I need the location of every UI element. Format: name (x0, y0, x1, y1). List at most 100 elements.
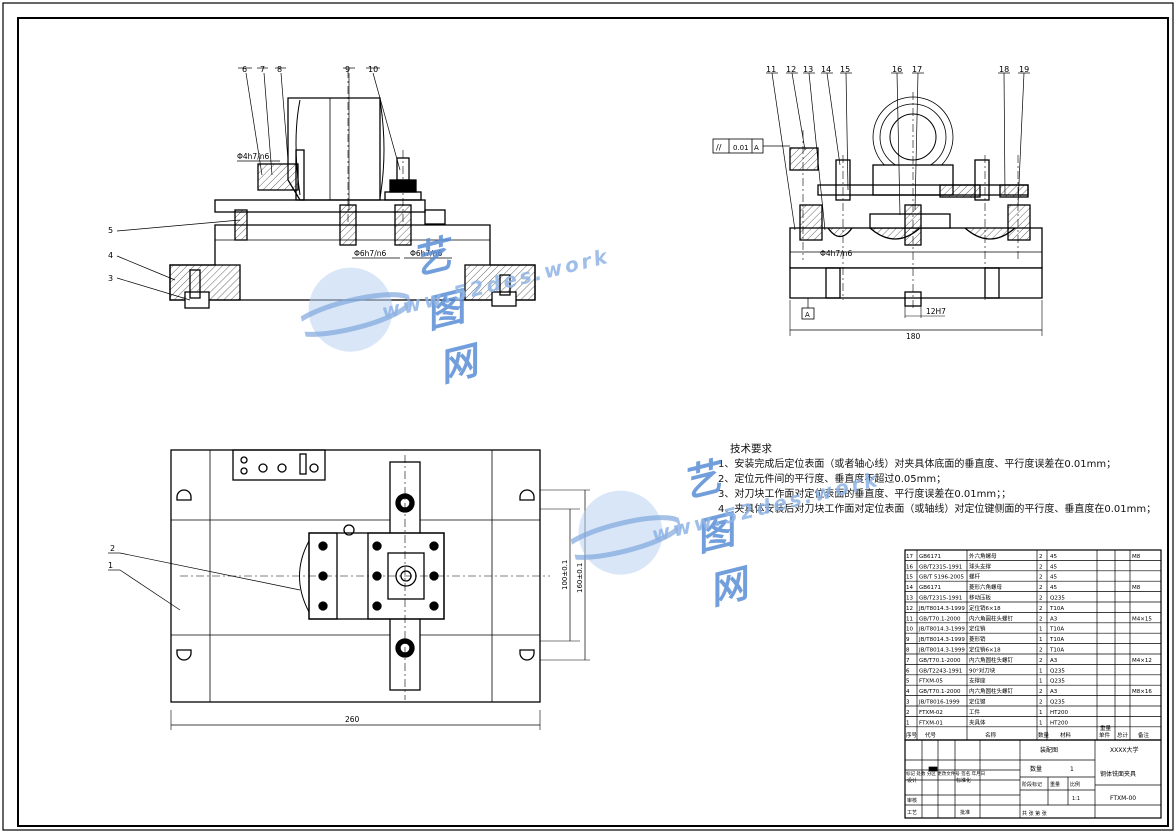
balloon-6: 6 (242, 65, 247, 74)
bom-cell: HT200 (1050, 720, 1068, 726)
balloon-11: 11 (766, 65, 776, 74)
bom-cell: 10 (906, 627, 913, 633)
tech-title: 技术要求 (730, 443, 772, 455)
bom-cell: 1 (1039, 720, 1043, 726)
bom-cell: 45 (1050, 564, 1057, 570)
balloon-labels-right: 11 12 13 14 15 16 17 18 19 // 0.01 A A Φ… (716, 65, 1029, 341)
balloon-16: 16 (892, 65, 902, 74)
bom-cell: GB/T70.1-2000 (919, 616, 961, 622)
bom-table (904, 549, 1162, 741)
bom-cell: HT200 (1050, 710, 1068, 716)
bom-cell: 移动压板 (969, 594, 992, 602)
bom-cell: T10A (1049, 648, 1064, 654)
tolerance-value: 0.01 (733, 144, 749, 152)
designer-label: 设计 (907, 777, 917, 784)
plan-view (170, 449, 590, 730)
bom-cell: 90°对刀块 (969, 666, 996, 674)
bom-cell: GB6171 (919, 585, 941, 591)
balloon-18: 18 (999, 65, 1009, 74)
bom-cell: 2 (1039, 596, 1043, 602)
bom-cell: M8×16 (1132, 689, 1152, 695)
bom-cell: 2 (1039, 658, 1043, 664)
balloon-7: 7 (260, 65, 265, 74)
height-dim-plan-1: 100±0.1 (561, 560, 569, 590)
bom-cell: 11 (906, 616, 913, 622)
tech-line-2: 2、定位元件间的平行度、垂直度不超过0.05mm； (718, 474, 947, 485)
fit-dim-left-b1: Φ6h7/n6 (354, 249, 386, 258)
fit-dim-right: Φ4h7/n6 (820, 249, 852, 258)
bom-cell: 内六角圆柱头螺钉 (969, 687, 1014, 695)
part-name: 钢体铣面夹具 (1100, 770, 1136, 778)
craft-label: 工艺 (907, 810, 917, 816)
bom-cell: 1 (1039, 668, 1043, 674)
bom-cell: 2 (1039, 606, 1043, 612)
bom-cell: JB/T8014.3-1999 (918, 627, 965, 633)
bom-cell: 2 (906, 710, 910, 716)
leaders-left (116, 67, 452, 301)
width-dim-right: 180 (906, 332, 921, 341)
bom-cell: 45 (1050, 585, 1057, 591)
leaders-right (766, 72, 1030, 231)
bom-header-cell: 材料 (1060, 731, 1072, 739)
bom-cell: 45 (1050, 554, 1057, 560)
tolerance-symbol: // (716, 143, 722, 152)
scale-label: 比例 (1070, 781, 1080, 788)
bom-cell: Q235 (1050, 700, 1065, 706)
bom-cell: 7 (906, 658, 910, 664)
bom-cell: Q235 (1050, 596, 1065, 602)
school-name: XXXX大学 (1110, 746, 1138, 754)
balloon-1: 1 (108, 561, 113, 570)
bom-header-cell: 备注 (1138, 731, 1150, 739)
review-label: 审核 (907, 797, 917, 804)
bom-cell: 1 (1039, 679, 1043, 685)
datum-a: A (805, 311, 810, 319)
bom-cell: 16 (906, 564, 913, 570)
bom-cell: GB/T70.1-2000 (919, 689, 961, 695)
balloon-labels-left: 6 7 8 9 10 5 4 3 Φ4h7/n6 Φ6h7/n6 Φ6h7/n6 (108, 65, 442, 283)
bom-cell: 工件 (969, 708, 981, 716)
bom-cell: 15 (906, 575, 913, 581)
bom-cell: 13 (906, 596, 913, 602)
bom-cell: 14 (906, 585, 913, 591)
bom-cell: 17 (906, 554, 913, 560)
tech-line-1: 1、安装完成后定位表面（或者轴心线）对夹具体底面的垂直度、平行度误差在0.01m… (718, 459, 1117, 470)
bom-cell: JB/T8014.3-1999 (918, 637, 965, 643)
bom-cell: T10A (1049, 637, 1064, 643)
bom-cell: 定位销6×18 (969, 646, 1001, 654)
balloon-19: 19 (1019, 65, 1029, 74)
balloon-14: 14 (821, 65, 831, 74)
bom-cell: 1 (1039, 637, 1043, 643)
bom-cell: 菱形销 (969, 635, 986, 643)
sheet-note: 共 张 第 张 (1022, 810, 1047, 817)
bom-cell: FTXM-01 (919, 720, 943, 726)
balloon-17: 17 (912, 65, 922, 74)
balloon-5: 5 (108, 226, 113, 235)
title-block-text: 装配图 XXXX大学 数量 1 钢体铣面夹具 阶段标记 重量 比例 1:1 FT… (906, 746, 1138, 817)
balloon-labels-plan: 2 1 260 100±0.1 160±0.1 (108, 544, 584, 724)
bom-header-cell: 代号 (925, 731, 937, 739)
bom-cell: 12 (906, 606, 913, 612)
bom-cell: 6 (906, 668, 910, 674)
weight-label: 重量 (1050, 781, 1060, 788)
bom-cell: JB/T8014.3-1999 (918, 606, 965, 612)
bom-header-cell: 总计 (1117, 731, 1129, 739)
slot-dim: 12H7 (926, 307, 946, 316)
bom-cell: 球头支撑 (969, 562, 992, 570)
balloon-8: 8 (277, 65, 282, 74)
bom-header-cell: 名称 (985, 731, 997, 739)
bom-cell: 2 (1039, 585, 1043, 591)
balloon-15: 15 (840, 65, 850, 74)
bom-cell: GB6171 (919, 554, 941, 560)
bom-cell: Q235 (1050, 668, 1065, 674)
bom-cell: GB/T 5196-2005 (919, 575, 964, 581)
balloon-4: 4 (108, 251, 113, 260)
front-view-left (169, 70, 536, 309)
bom-cell: 2 (1039, 700, 1043, 706)
bom-cell: 1 (906, 720, 910, 726)
std-label: 标准化 (956, 777, 971, 784)
bom-cell: 3 (906, 700, 910, 706)
bom-cell: A3 (1050, 658, 1058, 664)
bom-header-cell: 单件 (1099, 731, 1111, 739)
bom-cell: 1 (1039, 710, 1043, 716)
